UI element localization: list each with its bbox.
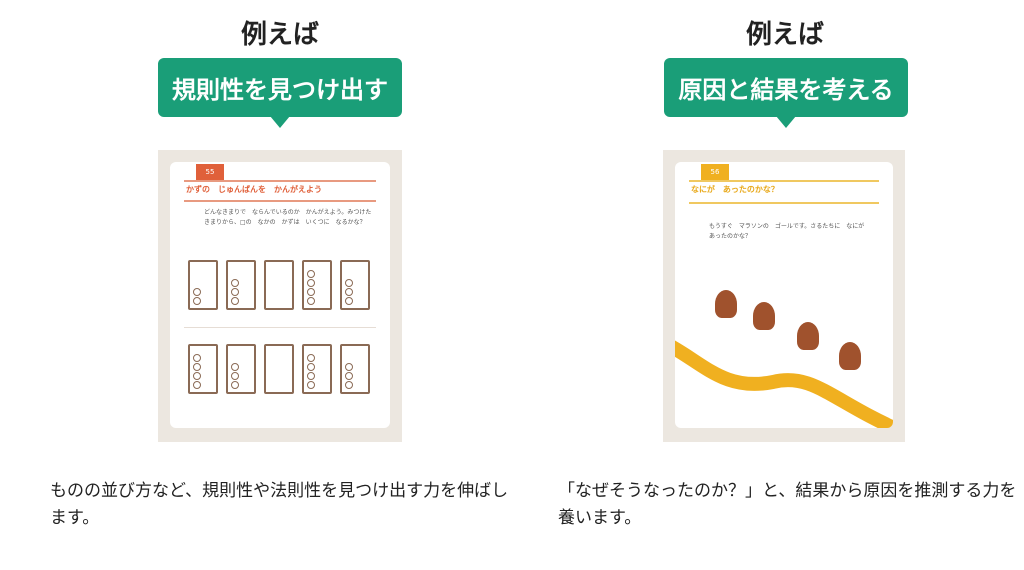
worksheet-image-right: 56 なにが あったのかな？ もうすぐ マラソンの ゴールです。さるたちに なに… bbox=[663, 150, 905, 442]
bubble-right: 原因と結果を考える bbox=[664, 58, 908, 128]
bubble-left: 規則性を見つけ出す bbox=[158, 58, 402, 128]
sheet-text: どんなきまりで ならんでいるのか かんがえよう。みつけた きまりから、□の なか… bbox=[204, 209, 378, 226]
road-illustration bbox=[675, 340, 893, 428]
caption-right: 「なぜそうなったのか？」と、結果から原因を推測する力を養います。 bbox=[558, 481, 1017, 528]
monkey-icon bbox=[839, 342, 861, 370]
worksheet-image-left: 55 かずの じゅんばんを かんがえよう どんなきまりで ならんでいるのか かん… bbox=[158, 150, 402, 442]
sheet-text: もうすぐ マラソンの ゴールです。さるたちに なにが あったのかな？ bbox=[709, 223, 871, 240]
caption-left: ものの並び方など、規則性や法則性を見つけ出す力を伸ばします。 bbox=[50, 481, 509, 528]
sheet-title: かずの じゅんばんを かんがえよう bbox=[186, 185, 322, 194]
page-tag: 56 bbox=[701, 164, 729, 180]
monkey-icon bbox=[715, 290, 737, 318]
sheet-title: なにが あったのかな？ bbox=[691, 185, 779, 194]
monkey-icon bbox=[753, 302, 775, 330]
monkey-icon bbox=[797, 322, 819, 350]
heading-left: 例えば bbox=[240, 20, 319, 50]
heading-right: 例えば bbox=[745, 20, 824, 50]
page-tag: 55 bbox=[196, 164, 224, 180]
